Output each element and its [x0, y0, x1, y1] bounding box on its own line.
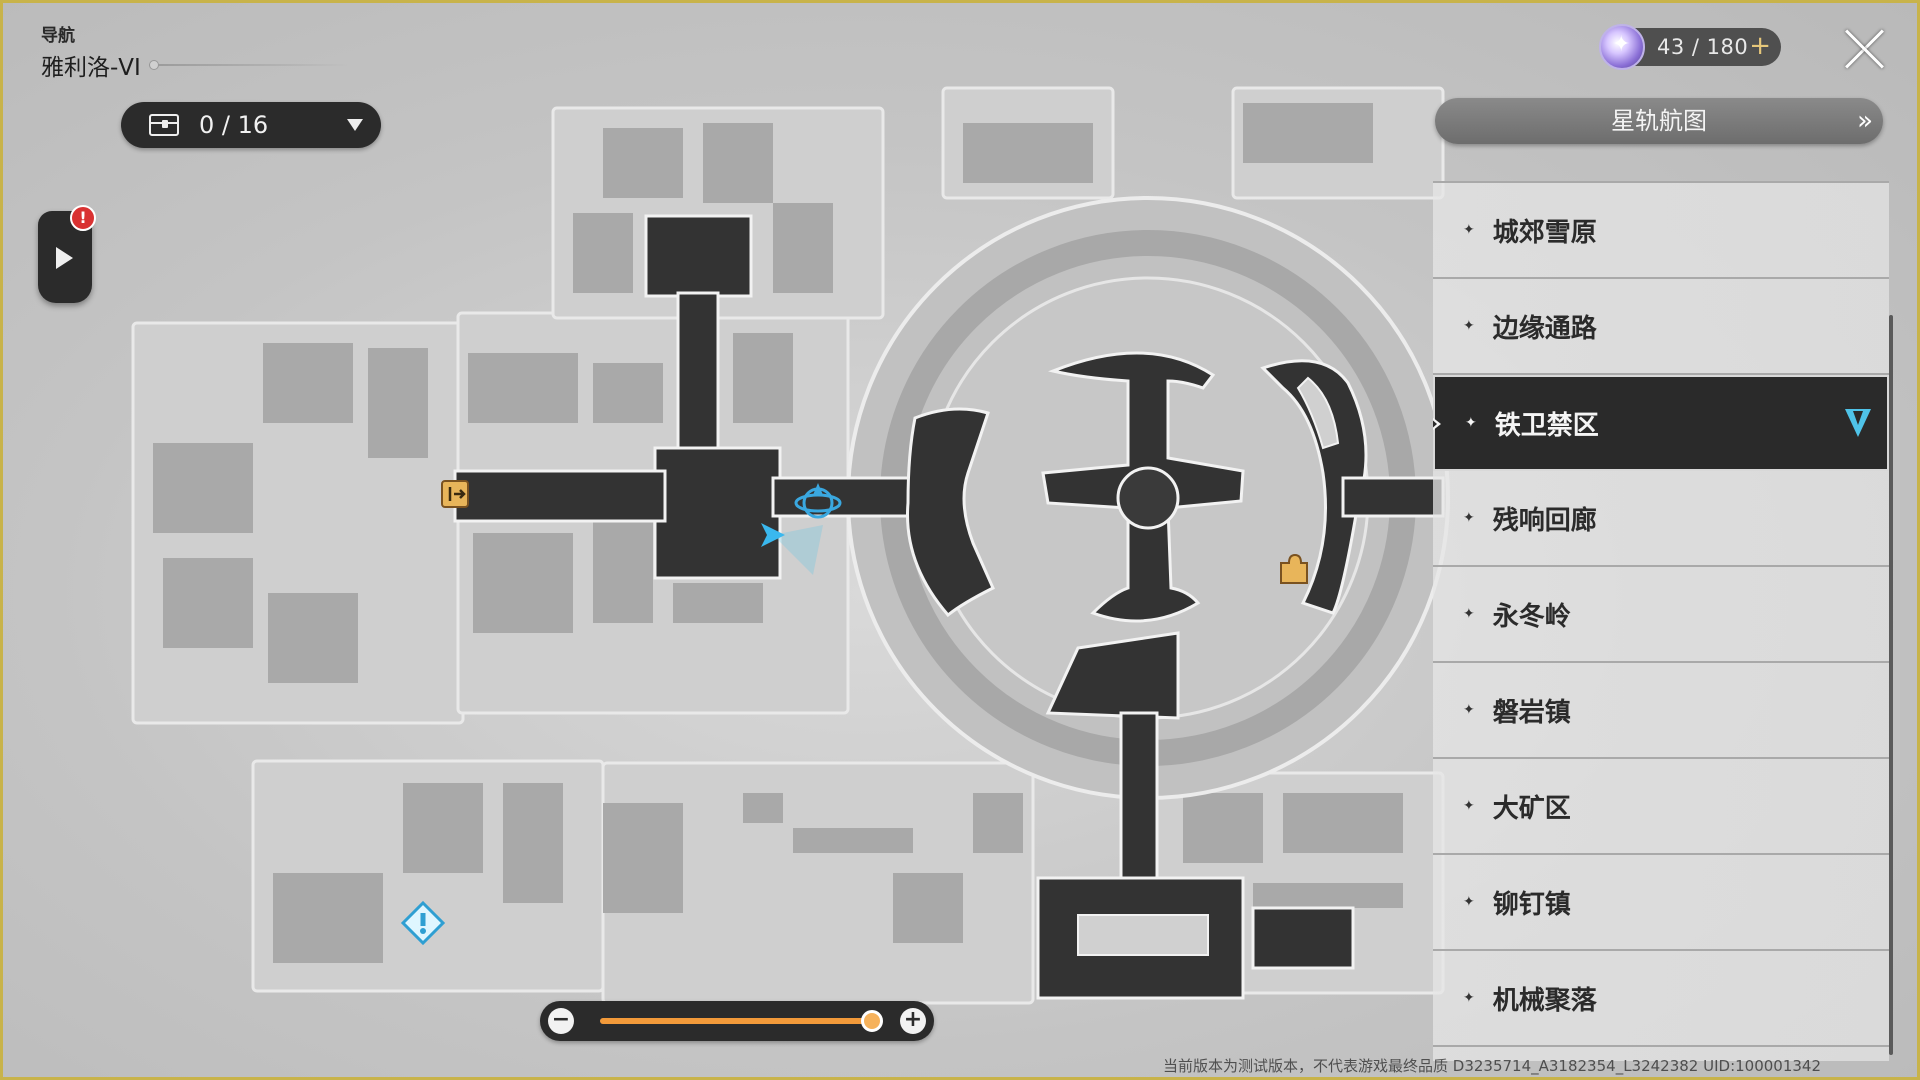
world-name: 雅利洛-VI: [41, 55, 141, 81]
zoom-slider-handle[interactable]: [860, 1010, 883, 1032]
area-item-label: 大矿区: [1492, 793, 1571, 824]
star-icon: ✦: [1463, 894, 1475, 910]
treasure-chest-icon: [149, 114, 179, 136]
area-item-label: 铁卫禁区: [1494, 410, 1599, 441]
player-arrow-icon: [761, 523, 823, 575]
treasure-count: 0 / 16: [199, 111, 269, 139]
area-item-label: 磐岩镇: [1492, 697, 1571, 728]
map-building-details: [153, 103, 1403, 963]
exit-door-icon[interactable]: [441, 480, 469, 508]
space-anchor-icon[interactable]: [794, 483, 842, 519]
star-icon: ✦: [1463, 510, 1475, 526]
version-footer: 当前版本为测试版本，不代表游戏最终品质 D3235714_A3182354_L3…: [1163, 1057, 1822, 1075]
area-item-selected[interactable]: ✦ 铁卫禁区: [1433, 375, 1889, 471]
zoom-slider-fill: [600, 1018, 872, 1024]
walkable-area: [453, 214, 1445, 1000]
area-item[interactable]: ✦ 机械聚落: [1433, 951, 1889, 1047]
zoom-slider-track[interactable]: [600, 1010, 883, 1032]
area-item[interactable]: ✦ 大矿区: [1433, 759, 1889, 855]
world-divider: [148, 60, 349, 70]
nav-label: 导航: [41, 26, 75, 46]
navigation-header: 导航 雅利洛-VI: [41, 21, 349, 82]
mission-tracker-tab[interactable]: !: [38, 205, 96, 303]
star-icon: ✦: [1463, 222, 1475, 238]
puzzle-piece-icon[interactable]: [1280, 553, 1308, 584]
area-item-label: 残响回廊: [1492, 505, 1597, 536]
area-item[interactable]: ✦ 边缘通路: [1433, 279, 1889, 375]
area-item-label: 铆钉镇: [1492, 889, 1571, 920]
selection-arrow-icon: [1433, 413, 1441, 435]
area-item-label: 城郊雪原: [1492, 217, 1597, 248]
treasure-filter-dropdown[interactable]: 0 / 16: [121, 102, 381, 148]
trailblaze-power-icon: [1599, 24, 1645, 70]
star-icon: ✦: [1463, 798, 1475, 814]
star-rail-map-label: 星轨航图: [1611, 107, 1707, 135]
area-list-scrollbar[interactable]: [1889, 315, 1893, 1055]
area-item[interactable]: ✦ 铆钉镇: [1433, 855, 1889, 951]
alert-badge: !: [70, 205, 96, 231]
area-item[interactable]: ✦ 永冬岭: [1433, 567, 1889, 663]
star-icon: ✦: [1463, 606, 1475, 622]
trailblaze-power[interactable]: 43 / 180 +: [1599, 24, 1781, 70]
area-map[interactable]: [3, 3, 1920, 1080]
area-item-label: 边缘通路: [1492, 313, 1597, 344]
double-chevron-right-icon: »: [1857, 106, 1873, 136]
area-item-label: 永冬岭: [1492, 601, 1571, 632]
dropdown-arrow-icon: [347, 119, 363, 131]
star-icon: ✦: [1463, 990, 1475, 1006]
play-icon: [56, 247, 73, 269]
add-power-button[interactable]: +: [1749, 31, 1771, 61]
trailblaze-power-value: 43 / 180: [1657, 35, 1749, 59]
star-icon: ✦: [1465, 415, 1477, 431]
area-list[interactable]: ✦ 城郊雪原 ✦ 边缘通路 ✦ 铁卫禁区 ✦ 残响回廊 ✦ 永冬岭 ✦ 磐岩镇 …: [1433, 181, 1889, 1061]
area-item[interactable]: ✦ 城郊雪原: [1433, 183, 1889, 279]
current-location-icon: [1845, 409, 1871, 437]
star-icon: ✦: [1463, 318, 1475, 334]
list-divider: [1433, 181, 1889, 183]
star-icon: ✦: [1463, 702, 1475, 718]
area-item-label: 机械聚落: [1492, 985, 1597, 1016]
zoom-control: − +: [540, 1001, 934, 1041]
zoom-in-button[interactable]: +: [900, 1008, 926, 1034]
area-item[interactable]: ✦ 磐岩镇: [1433, 663, 1889, 759]
area-item[interactable]: ✦ 残响回廊: [1433, 471, 1889, 567]
close-icon[interactable]: [1843, 27, 1887, 71]
star-rail-map-button[interactable]: 星轨航图 »: [1435, 98, 1883, 144]
mission-marker-icon[interactable]: [400, 900, 446, 946]
zoom-out-button[interactable]: −: [548, 1008, 574, 1034]
